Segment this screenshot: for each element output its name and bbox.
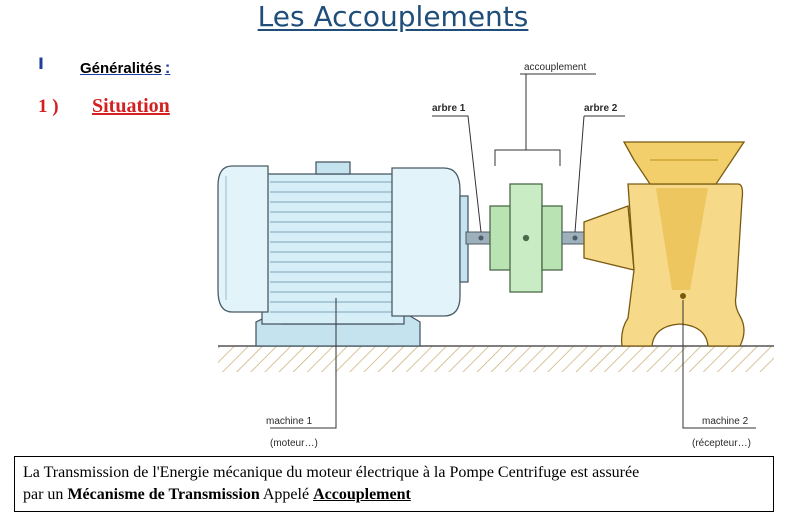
caption-coupling-term: Accouplement xyxy=(313,486,411,503)
section-colon: : xyxy=(164,58,171,77)
label-coupling: accouplement xyxy=(524,62,586,73)
label-machine-1-sub: (moteur…) xyxy=(270,438,318,449)
ground xyxy=(218,345,774,372)
section-marker: I xyxy=(38,54,44,73)
pump-machine-2 xyxy=(583,141,746,347)
label-shaft-1: arbre 1 xyxy=(432,103,466,114)
label-machine-2: machine 2 xyxy=(702,416,749,427)
leader-lines xyxy=(270,115,756,429)
caption-mid: Appelé xyxy=(259,486,314,503)
label-machine-2-sub: (récepteur…) xyxy=(692,438,751,449)
page-title: Les Accouplements xyxy=(257,0,529,33)
section-heading: Généralités: xyxy=(80,58,170,78)
coupling-bracket xyxy=(494,73,596,166)
coupling xyxy=(489,183,563,293)
label-shaft-2: arbre 2 xyxy=(584,103,618,114)
caption-prefix: par un xyxy=(23,486,68,503)
shaft-1-marker xyxy=(478,235,484,241)
caption-line-1: La Transmission de l'Energie mécanique d… xyxy=(23,464,640,481)
shaft-2-marker xyxy=(572,235,578,241)
caption-box: La Transmission de l'Energie mécanique d… xyxy=(14,456,774,512)
motor-machine-1 xyxy=(217,161,469,347)
subsection-number: 1 ) xyxy=(38,96,59,117)
label-machine-1: machine 1 xyxy=(266,416,313,427)
section-label: Généralités xyxy=(80,60,162,77)
subsection-label: Situation xyxy=(92,95,170,117)
caption-mechanism: Mécanisme de Transmission xyxy=(67,486,260,503)
caption-line-2: par un Mécanisme de Transmission Appelé … xyxy=(23,484,765,506)
